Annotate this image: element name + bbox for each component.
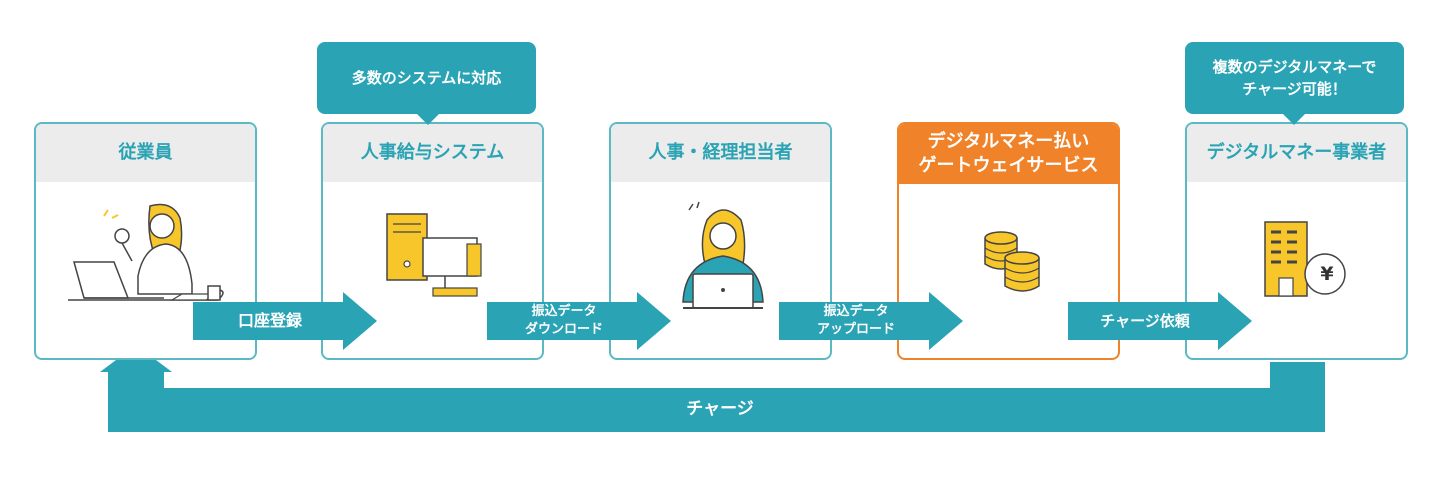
yen-icon: ¥ [1320, 263, 1334, 285]
gateway-title-line1: デジタルマネー払い [927, 131, 1090, 152]
computer-icon [386, 213, 482, 297]
staff-title: 人事・経理担当者 [611, 124, 830, 182]
return-arrow-label: チャージ [686, 399, 754, 419]
arrow-transfer-download-line1: 振込データ [531, 304, 597, 319]
arrow-transfer-upload [779, 292, 963, 350]
provider-box: デジタルマネー事業者 ¥ [1185, 122, 1408, 360]
multi-money-bubble-line2: チャージ可能！ [1242, 80, 1347, 98]
woman-laptop-ok-icon [68, 203, 224, 301]
arrow-transfer-upload-line2: アップロード [816, 322, 895, 337]
woman-at-laptop-icon [682, 201, 764, 309]
coin-stack-icon [984, 231, 1040, 292]
multi-money-bubble: 複数のデジタルマネーで チャージ可能！ [1185, 42, 1404, 114]
hr-system-title: 人事給与システム [323, 124, 542, 182]
multi-system-bubble: 多数のシステムに対応 [317, 42, 536, 114]
gateway-title-line2: ゲートウェイサービス [918, 155, 1099, 176]
arrow-transfer-upload-line1: 振込データ [823, 304, 889, 319]
building-yen-icon [1264, 221, 1346, 297]
arrow-charge-request-label: チャージ依頼 [1100, 312, 1190, 330]
arrow-transfer-download-line2: ダウンロード [524, 322, 603, 337]
arrow-transfer-download-label: 振込データ ダウンロード [494, 303, 634, 339]
arrow-account-registration-label: 口座登録 [237, 311, 302, 330]
multi-system-bubble-text: 多数のシステムに対応 [351, 69, 502, 87]
multi-money-bubble-line1: 複数のデジタルマネーで [1212, 58, 1377, 76]
multi-money-bubble-tail [1282, 113, 1306, 125]
arrow-account-registration [193, 292, 377, 350]
multi-system-bubble-tail [416, 113, 440, 125]
gateway-title: デジタルマネー払い ゲートウェイサービス [899, 124, 1118, 184]
arrow-charge-request [1068, 292, 1252, 350]
employee-title: 従業員 [36, 124, 255, 182]
arrow-transfer-upload-label: 振込データ アップロード [786, 303, 926, 339]
arrow-transfer-download [487, 292, 671, 350]
provider-title: デジタルマネー事業者 [1187, 124, 1406, 182]
